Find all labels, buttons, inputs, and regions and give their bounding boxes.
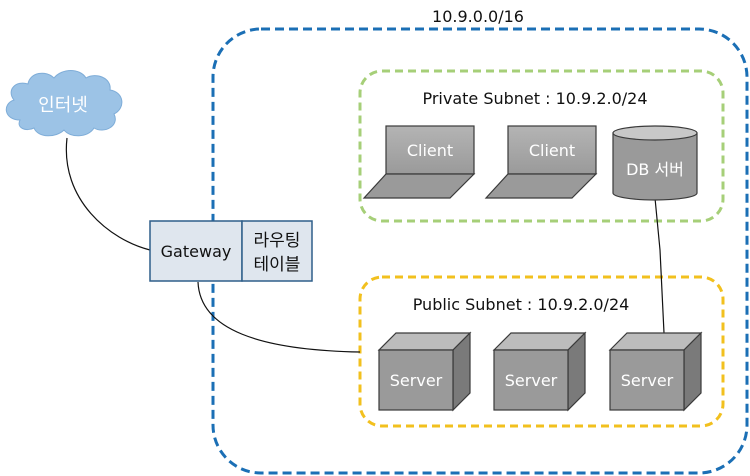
server-label-2: Server: [505, 371, 558, 390]
internet-label: 인터넷: [38, 95, 88, 116]
client-laptop-2: Client: [484, 125, 598, 199]
internet-cloud: 인터넷: [5, 70, 123, 137]
private-subnet-title: Private Subnet : 10.9.2.0/24: [422, 89, 647, 108]
cloud-icon: [5, 70, 123, 137]
gateway-to-public-subnet-link: [197, 281, 361, 353]
laptop-screen: [385, 125, 475, 175]
db-cylinder-top: [612, 125, 698, 141]
gateway-label: Gateway: [161, 242, 232, 261]
gateway-box: [149, 220, 243, 282]
gateway-routing-group: Gateway 라우팅 테이블: [149, 220, 313, 282]
db-label: DB 서버: [626, 160, 684, 179]
routing-table-line1: 라우팅: [254, 231, 301, 251]
routing-table-line2: 테이블: [254, 255, 301, 275]
db-server: DB 서버: [612, 125, 698, 201]
routing-table-box: [241, 220, 313, 282]
server-label-3: Server: [621, 371, 674, 390]
internet-to-gateway-link: [65, 137, 151, 251]
db-to-server-link: [654, 197, 665, 334]
server-cube-1: Server: [377, 331, 472, 412]
server-front-face: [378, 349, 454, 411]
private-subnet-boundary: [358, 69, 725, 223]
server-label-1: Server: [390, 371, 443, 390]
laptop-base: [484, 173, 598, 199]
laptop-screen: [507, 125, 597, 175]
vpc-boundary: [211, 27, 749, 475]
vpc-cidr-label: 10.9.0.0/16: [432, 7, 524, 26]
client-label-1: Client: [407, 141, 453, 160]
client-label-2: Client: [529, 141, 575, 160]
db-cylinder-icon: [612, 132, 698, 201]
laptop-base: [362, 173, 476, 199]
client-laptop-1: Client: [362, 125, 476, 199]
server-front-face: [493, 349, 569, 411]
public-subnet-title: Public Subnet : 10.9.2.0/24: [413, 295, 630, 314]
server-front-face: [609, 349, 685, 411]
server-cube-2: Server: [492, 331, 587, 412]
server-cube-3: Server: [608, 331, 703, 412]
